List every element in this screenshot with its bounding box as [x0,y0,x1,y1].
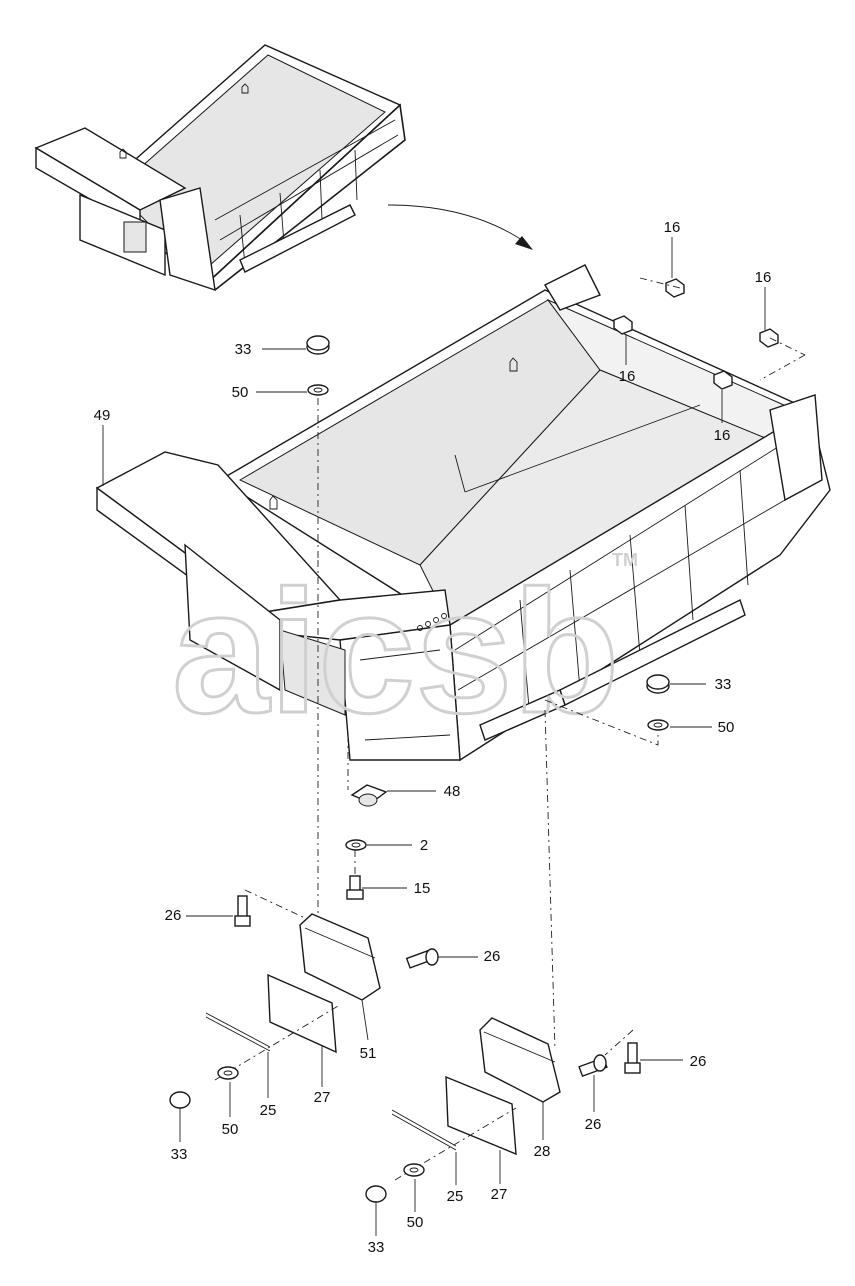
right-nut-washer [544,674,712,746]
callout-16-right: 16 [755,269,772,286]
main-dump-body [95,264,831,762]
callout-50-right: 50 [718,719,735,736]
callout-33-top: 33 [235,341,252,358]
callout-16-low: 16 [714,427,731,444]
callout-16-mid: 16 [619,368,636,385]
center-pivot-parts [345,735,436,900]
watermark: aicsb TM [171,550,639,752]
grease-fittings [613,237,806,423]
callout-25-right: 25 [447,1188,464,1205]
callout-26-mid: 26 [484,948,501,965]
view-arrow [387,204,533,250]
watermark-tm: TM [612,550,638,570]
callout-27-left: 27 [314,1089,331,1106]
callout-50-left: 50 [222,1121,239,1138]
callout-48: 48 [444,783,461,800]
callout-50-bottom: 50 [407,1214,424,1231]
left-flap-assembly [169,889,478,1142]
callout-49: 49 [94,407,111,424]
callout-2: 2 [420,837,428,854]
callout-33-bottom: 33 [368,1239,385,1256]
callout-28: 28 [534,1143,551,1160]
watermark-text: aicsb [172,555,620,750]
callout-26-right: 26 [690,1053,707,1070]
callout-15: 15 [414,880,431,897]
right-flap-assembly [365,1017,683,1236]
callout-51: 51 [360,1045,377,1062]
overview-dump-body [34,44,406,292]
callout-27-right: 27 [491,1186,508,1203]
callout-50-top: 50 [232,384,249,401]
callout-labels: 16 16 16 16 33 50 49 33 50 48 2 15 26 26… [94,219,772,1256]
callout-26-bottom: 26 [585,1116,602,1133]
callout-33-right: 33 [715,676,732,693]
callout-26-left: 26 [165,907,182,924]
callout-16-top: 16 [664,219,681,236]
callout-33-left: 33 [171,1146,188,1163]
callout-25-left: 25 [260,1102,277,1119]
top-nut-washer [256,335,330,560]
